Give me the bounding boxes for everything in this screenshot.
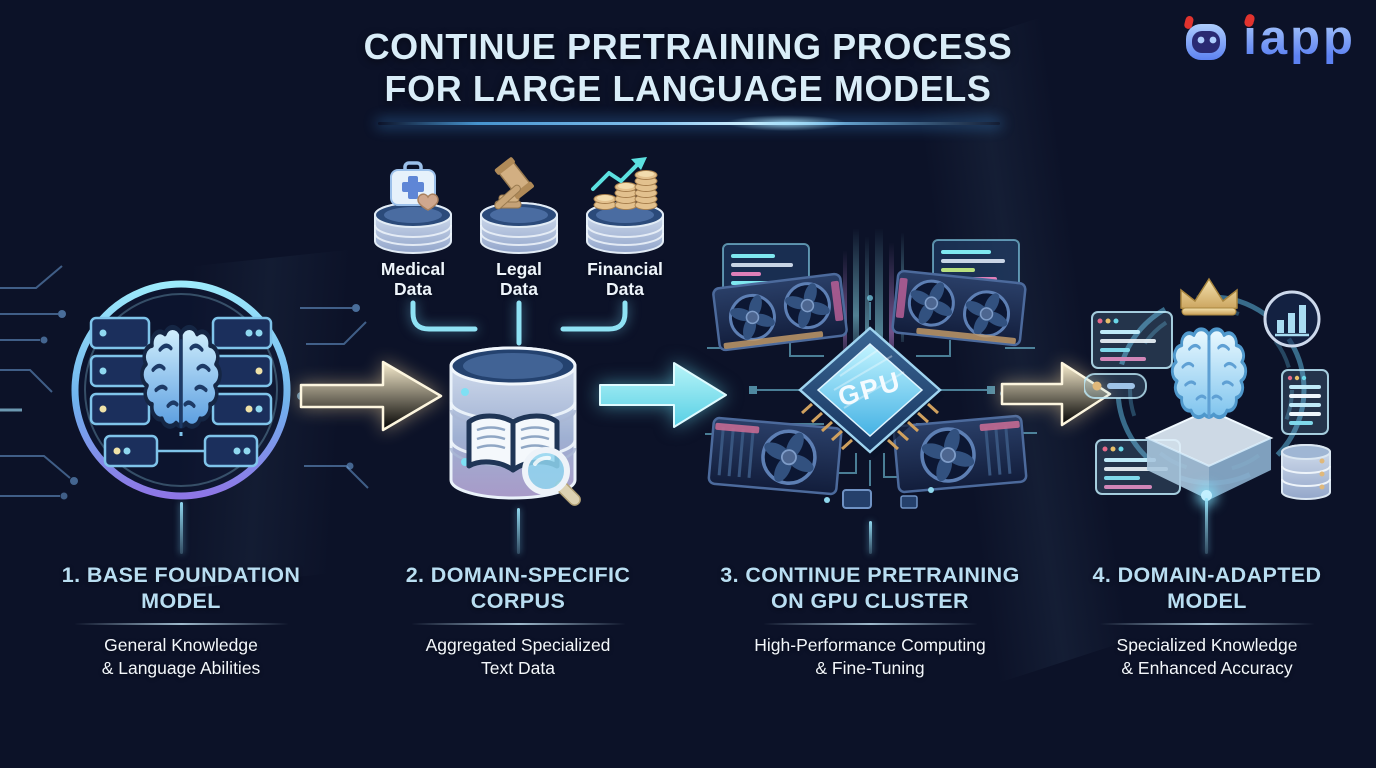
gavel-icon <box>494 157 534 210</box>
isometric-box <box>1144 408 1274 500</box>
step4-title: 4. DOMAIN-ADAPTED MODEL <box>1092 563 1322 613</box>
medical-data-icon <box>374 161 452 254</box>
step-divider <box>1099 623 1315 625</box>
gpu-chip: GPU <box>798 326 944 458</box>
database-icon <box>1281 444 1331 500</box>
arrow-right-icon <box>599 362 727 428</box>
brain-icon <box>142 327 220 426</box>
step-label-3: 3. CONTINUE PRETRAINING ON GPU CLUSTER H… <box>700 562 1040 680</box>
connector-line-step3 <box>869 521 872 554</box>
corpus-database-icon <box>449 346 581 506</box>
step4-subtitle: Specialized Knowledge & Enhanced Accurac… <box>1116 635 1298 678</box>
gpu-card <box>891 269 1027 347</box>
step2-subtitle: Aggregated Specialized Text Data <box>425 635 611 678</box>
step-divider <box>73 623 289 625</box>
step-divider <box>410 623 626 625</box>
step1-title: 1. BASE FOUNDATION MODEL <box>61 563 301 613</box>
step-label-2: 2. DOMAIN-SPECIFIC CORPUS Aggregated Spe… <box>358 562 678 680</box>
code-panel <box>1091 311 1173 369</box>
gpu-card <box>707 416 843 496</box>
step-label-1: 1. BASE FOUNDATION MODEL General Knowled… <box>21 562 341 680</box>
connector-line-step1 <box>180 502 183 554</box>
circuit-traces-decoration <box>0 265 369 500</box>
data-source-label-financial: Financial Data <box>587 259 663 299</box>
first-aid-kit-icon <box>390 161 439 211</box>
list-panel <box>1281 369 1329 435</box>
title-underline-glow <box>378 115 1000 131</box>
magnifier-icon <box>522 447 581 506</box>
coin-stacks-icon <box>593 170 658 210</box>
iapp-logo: iapp <box>1182 12 1356 64</box>
domain-adapted-model-icon <box>1084 277 1331 500</box>
gpu-cluster-illustration: GPU <box>705 228 1037 509</box>
arrow-right-icon <box>297 360 443 432</box>
data-source-label-legal: Legal Data <box>496 259 542 299</box>
server-rack-icon <box>89 316 273 468</box>
financial-data-icon <box>586 157 664 254</box>
connector-line-step2 <box>517 508 520 554</box>
page-title-line2: FOR LARGE LANGUAGE MODELS <box>384 68 992 109</box>
token-badge <box>1084 373 1147 399</box>
base-foundation-model-icon <box>71 280 291 500</box>
step1-subtitle: General Knowledge & Language Abilities <box>101 635 261 678</box>
arrow-right-icon <box>1000 361 1112 427</box>
gpu-card <box>892 414 1028 494</box>
step-label-4: 4. DOMAIN-ADAPTED MODEL Specialized Know… <box>1047 562 1367 680</box>
gpu-card <box>712 272 848 352</box>
step2-title: 2. DOMAIN-SPECIFIC CORPUS <box>405 563 631 613</box>
page-title-line1: CONTINUE PRETRAINING PROCESS <box>363 26 1013 67</box>
step-divider <box>762 623 978 625</box>
chart-circle-icon <box>1263 290 1321 348</box>
small-chip <box>824 487 934 509</box>
iapp-robot-icon <box>1184 16 1227 60</box>
iapp-logo-text: iapp <box>1243 11 1356 65</box>
data-source-label-medical: Medical Data <box>380 259 446 299</box>
connector-line-step4 <box>1205 498 1208 554</box>
legal-data-icon <box>480 157 558 254</box>
brain-icon <box>1170 327 1248 420</box>
trend-arrow-icon <box>591 157 647 191</box>
connector-glow-dot <box>1201 490 1212 501</box>
page-title: CONTINUE PRETRAINING PROCESS FOR LARGE L… <box>0 26 1376 110</box>
step3-title: 3. CONTINUE PRETRAINING ON GPU CLUSTER <box>720 563 1020 613</box>
step3-subtitle: High-Performance Computing & Fine-Tuning <box>754 635 986 678</box>
data-flow-connectors <box>410 300 628 346</box>
crown-icon <box>1180 277 1238 316</box>
